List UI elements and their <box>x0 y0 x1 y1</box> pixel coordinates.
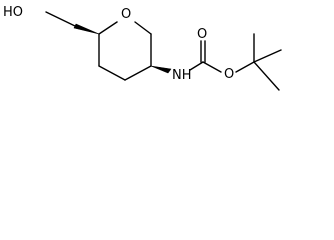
carbonyl-oxygen-label: O <box>197 27 207 42</box>
wedge-bond-c2-ch2 <box>73 23 100 35</box>
bond-c2-o1 <box>98 21 118 35</box>
ring-oxygen-label: O <box>121 7 131 22</box>
wedge-bond-c5-n <box>150 65 172 74</box>
bond-n-carbonyl <box>189 61 204 71</box>
hydroxyl-label: HO <box>3 5 23 20</box>
chemical-structure: HO O NH O O <box>3 5 282 91</box>
bond-c5-c4 <box>124 65 152 81</box>
bond-carbonyl-ester-o <box>202 61 222 73</box>
amine-label: NH <box>172 68 192 83</box>
ester-oxygen-label: O <box>224 67 234 82</box>
bond-ester-o-tbu <box>235 61 255 73</box>
bond-tbu-methyl-bottom <box>253 61 280 91</box>
bond-o1-c6 <box>134 21 152 35</box>
bond-c4-c3 <box>98 65 126 81</box>
bond-ch2-oh <box>45 11 76 27</box>
bond-tbu-methyl-right <box>253 49 282 63</box>
